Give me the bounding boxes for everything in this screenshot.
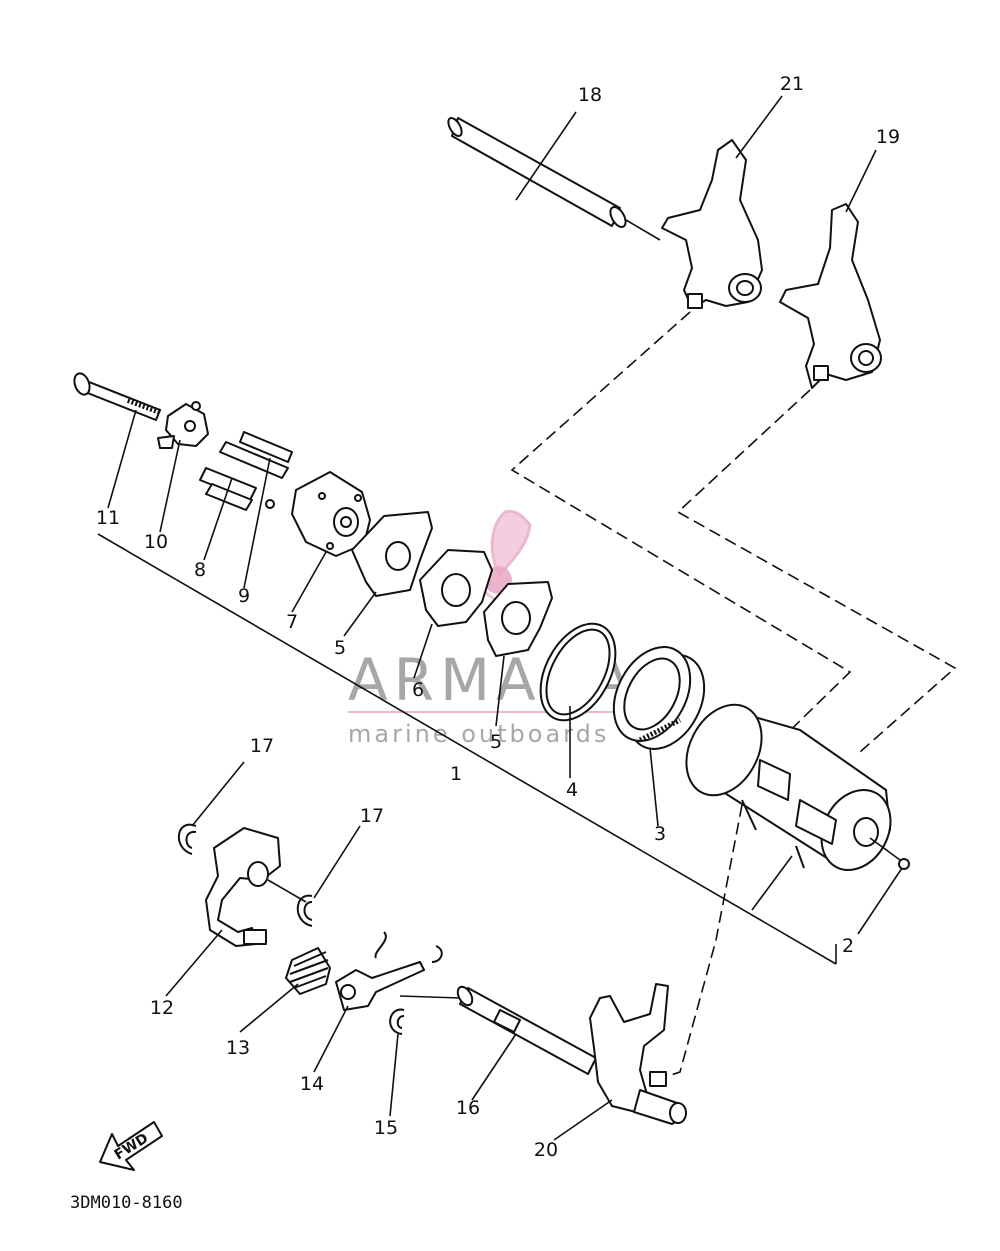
callout-2: 2	[842, 935, 854, 957]
part-12-shift-arm	[205, 827, 307, 947]
callout-8: 8	[194, 559, 206, 581]
part-6-plate	[419, 549, 493, 627]
diagram-code: 3DM010-8160	[70, 1193, 183, 1213]
part-4-circlip	[539, 622, 617, 722]
fwd-arrow-icon: FWD	[99, 1121, 163, 1171]
callout-21: 21	[780, 73, 804, 95]
callout-14: 14	[300, 1073, 324, 1095]
callout-17a: 17	[250, 735, 274, 757]
part-3-bearing	[612, 646, 706, 750]
fwd-arrow-label: FWD	[112, 1130, 152, 1163]
leader-lines	[107, 95, 903, 1141]
callout-20: 20	[534, 1139, 558, 1161]
callout-9: 9	[238, 585, 250, 607]
part-10-segment	[157, 401, 209, 449]
callout-17b: 17	[360, 805, 384, 827]
assembly-bracket	[97, 533, 837, 965]
callout-3: 3	[654, 823, 666, 845]
part-20-shift-fork	[589, 983, 687, 1125]
part-5-plate-a	[351, 511, 433, 597]
part-16-shift-shaft	[399, 985, 597, 1075]
callout-13: 13	[226, 1037, 250, 1059]
part-9-pins	[219, 431, 293, 509]
watermark-tagline: marine outboards	[348, 720, 609, 748]
callout-6: 6	[412, 679, 424, 701]
callout-labels: 18 21 19 11 10 8 9 7 5 6 5 1 4 3 2 17 17…	[96, 73, 900, 1161]
callout-4: 4	[566, 779, 578, 801]
part-17-circlip-a	[177, 823, 197, 855]
part-19-shift-fork	[779, 203, 882, 389]
part-7-cam-segment	[291, 471, 371, 557]
part-21-shift-fork	[661, 139, 763, 309]
part-2-shift-drum	[685, 703, 910, 872]
part-14-stopper-lever	[335, 931, 443, 1011]
callout-10: 10	[144, 531, 168, 553]
callout-5b: 5	[490, 731, 502, 753]
callout-5a: 5	[334, 637, 346, 659]
callout-18: 18	[578, 84, 602, 106]
part-5-plate-b	[483, 581, 553, 657]
callout-11: 11	[96, 507, 120, 529]
part-18-guide-bar	[447, 116, 661, 241]
part-8-pins	[199, 467, 257, 511]
callout-7: 7	[286, 611, 298, 633]
part-17-circlip-b	[296, 894, 313, 927]
callout-12: 12	[150, 997, 174, 1019]
callout-16: 16	[456, 1097, 480, 1119]
callout-19: 19	[876, 126, 900, 148]
callout-1: 1	[450, 763, 462, 785]
callout-15: 15	[374, 1117, 398, 1139]
assembly-dashed-lines	[510, 311, 957, 1079]
part-15-circlip	[389, 1008, 405, 1035]
part-11-bolt	[73, 372, 162, 421]
part-13-spring	[285, 947, 331, 995]
